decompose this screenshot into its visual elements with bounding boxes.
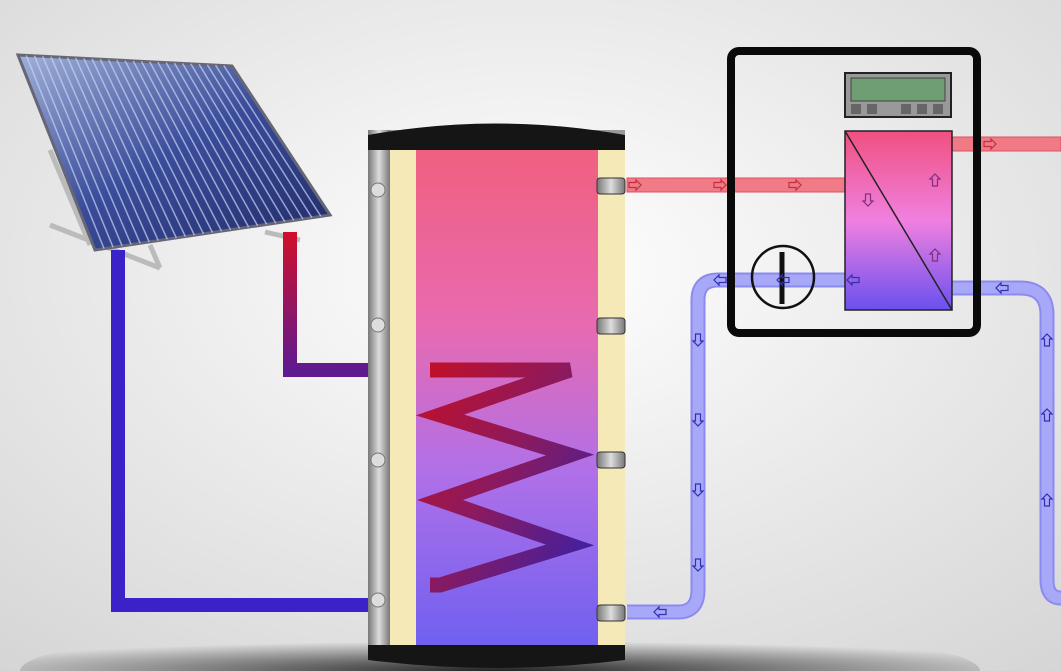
display [844,72,952,118]
heat-exchanger [844,130,953,311]
arrow-down-icon [691,333,705,347]
hot-water-outlet-pipe [951,136,1061,152]
display-button[interactable] [917,104,927,114]
display-button[interactable] [867,104,877,114]
solar-return-pipe [111,250,440,612]
solar-collector [15,53,333,271]
arrow-down-icon [691,483,705,497]
arrow-up-icon [1040,408,1054,422]
arrow-up-icon [928,173,942,187]
tank-bottom [368,645,625,668]
arrow-up-icon [1040,333,1054,347]
arrow-left-icon [776,273,790,287]
hot-supply-pipe [626,177,846,193]
arrow-right-icon [788,178,802,192]
arrow-right-icon [713,178,727,192]
tank-ports [596,177,626,622]
arrow-left-icon [653,605,667,619]
arrow-down-icon [861,193,875,207]
tank-top [368,123,625,150]
arrow-right-icon [628,178,642,192]
heating-coil [415,362,595,593]
display-button[interactable] [851,104,861,114]
arrow-down-icon [691,558,705,572]
arrow-left-icon [846,273,860,287]
arrow-right-icon [983,137,997,151]
controller-unit [727,47,981,337]
arrow-left-icon [995,281,1009,295]
arrow-down-icon [691,413,705,427]
arrow-up-icon [1040,493,1054,507]
display-button[interactable] [933,104,943,114]
arrow-up-icon [928,248,942,262]
arrow-left-icon [713,273,727,287]
display-button[interactable] [901,104,911,114]
